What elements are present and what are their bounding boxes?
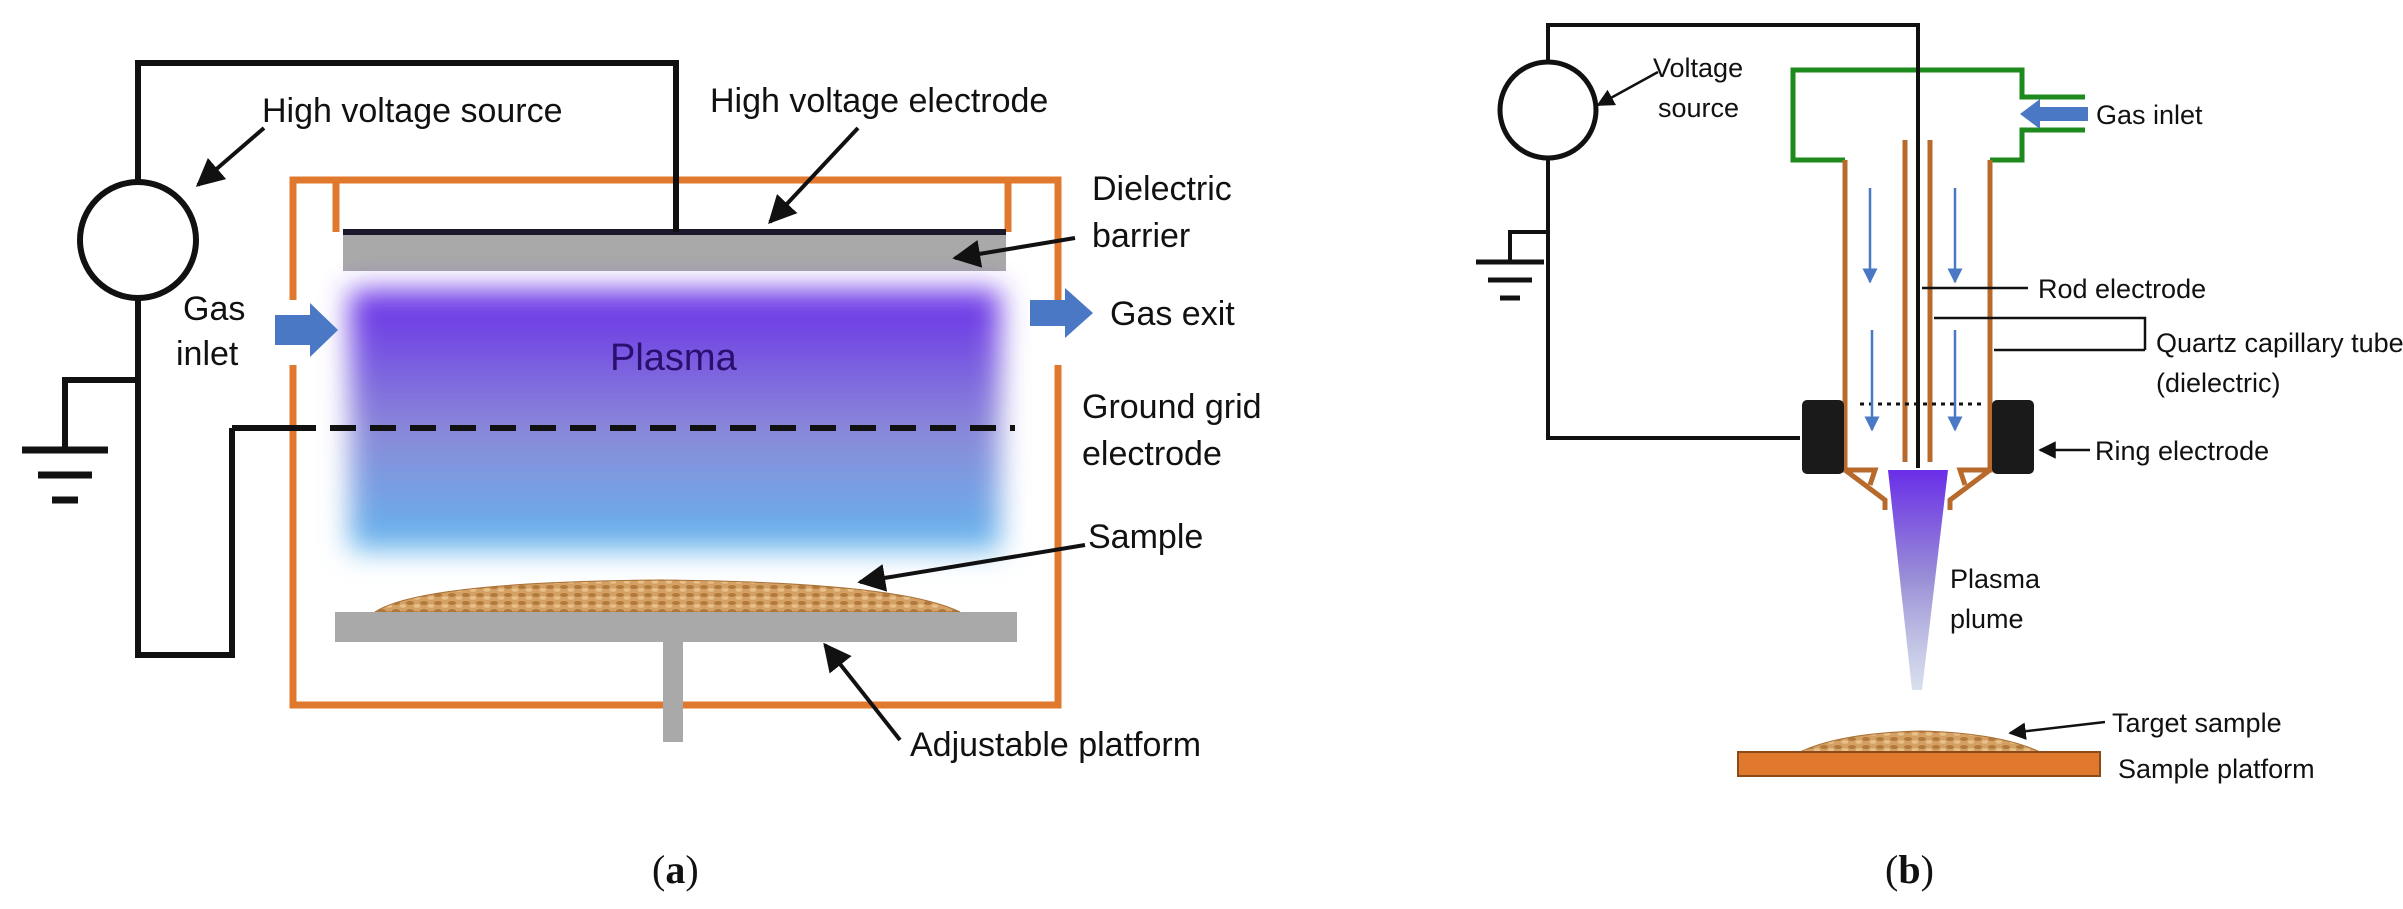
label-gas-inlet-line1: Gas [183, 290, 245, 328]
adjustable-platform [335, 612, 1017, 642]
pointer-dielectric [952, 236, 1076, 268]
label-sample: Sample [1088, 518, 1203, 556]
label-plasma-plume-line2: plume [1950, 604, 2024, 634]
high-voltage-source-circle [77, 179, 199, 301]
pointer-sample [857, 543, 1086, 592]
pointer-platform [823, 642, 902, 742]
panel-a: Plasma High voltage source High [22, 60, 1262, 764]
label-target-sample: Target sample [2112, 708, 2282, 738]
label-rod-electrode: Rod electrode [2038, 274, 2206, 304]
caption-a-letter: a [665, 847, 686, 892]
label-high-voltage-electrode: High voltage electrode [710, 82, 1048, 120]
voltage-wire [1546, 23, 1920, 468]
label-dielectric-line2: barrier [1092, 217, 1190, 255]
label-dielectric-line1: Dielectric [1092, 170, 1232, 208]
label-plasma-plume-line1: Plasma [1950, 564, 2041, 594]
caption-b: (b) [1885, 847, 1934, 892]
label-gas-exit: Gas exit [1110, 295, 1235, 333]
caption-a: (a) [652, 847, 699, 892]
label-high-voltage-source: High voltage source [262, 92, 563, 130]
pointer-hv-source [195, 126, 266, 187]
gas-inlet-arrow [275, 303, 338, 357]
label-ground-grid-line1: Ground grid [1082, 388, 1262, 426]
panel-b: Voltage source Gas inlet Rod electrode Q… [1476, 23, 2403, 784]
dielectric-barrier [343, 235, 1006, 271]
caption-b-letter: b [1898, 847, 1921, 892]
label-adjustable-platform: Adjustable platform [910, 726, 1201, 764]
electrode-hanger [332, 180, 1012, 232]
plasma-plume [1888, 470, 1948, 690]
voltage-source-circle [1497, 59, 1599, 161]
gas-inlet-arrow-b [2020, 99, 2088, 129]
pointer-target-sample [2008, 720, 2106, 740]
label-voltage-line2: source [1658, 93, 1739, 123]
label-quartz-line2: (dielectric) [2156, 368, 2281, 398]
ground-symbol [22, 380, 108, 504]
outer-quartz-tube [1842, 160, 1993, 486]
platform-post [663, 642, 683, 742]
sample-grains [373, 579, 961, 613]
pointer-quartz-bracket [1934, 316, 2147, 352]
label-gas-inlet-b: Gas inlet [2096, 100, 2203, 130]
outer-tube-taper [1843, 468, 1992, 510]
label-ring-electrode: Ring electrode [2095, 436, 2269, 466]
plasma-region [350, 290, 1000, 550]
high-voltage-wire [135, 60, 679, 232]
pointer-voltage-source [1596, 70, 1659, 107]
ring-electrode-right [1992, 400, 2034, 474]
plasma-label: Plasma [610, 337, 738, 379]
label-voltage-line1: Voltage [1653, 53, 1743, 83]
sample-platform [1737, 751, 2101, 777]
ground-symbol-b [1476, 230, 1548, 301]
label-quartz-line1: Quartz capillary tubes [2156, 328, 2403, 358]
pointer-hv-electrode [768, 126, 860, 225]
label-ground-grid-line2: electrode [1082, 435, 1222, 473]
label-sample-platform: Sample platform [2118, 754, 2315, 784]
ring-electrode-left [1802, 400, 1844, 474]
gas-inlet-housing [1790, 67, 2085, 163]
target-sample [1799, 730, 2041, 753]
gas-exit-arrow [1030, 288, 1093, 338]
label-gas-inlet-line2: inlet [176, 335, 239, 373]
